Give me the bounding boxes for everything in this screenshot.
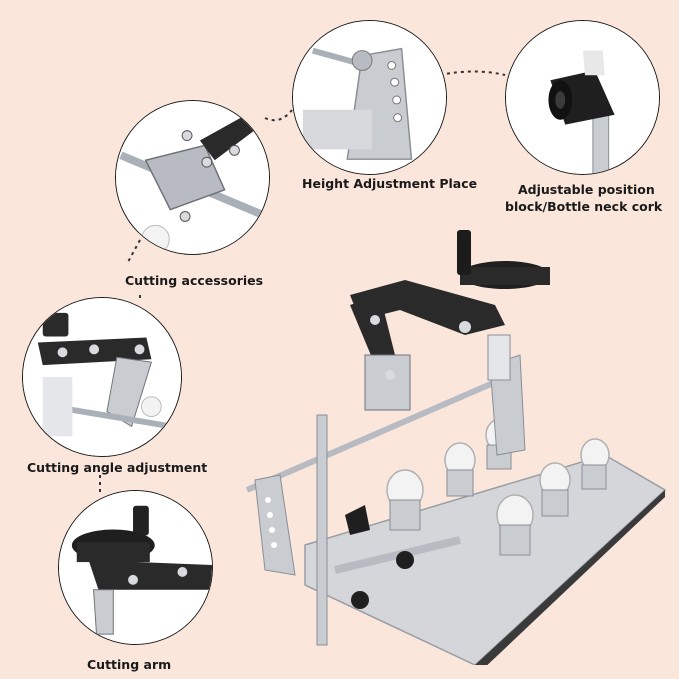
angle-adjustment-photo-icon (23, 298, 181, 456)
bottle-cutter-machine-photo-icon (245, 230, 667, 665)
cutting-angle-label: Cutting angle adjustment (27, 460, 208, 475)
position-block-label-line1: Adjustable position (518, 182, 655, 197)
height-adjustment-label: Height Adjustment Place (302, 176, 478, 191)
cutting-arm-circle (58, 490, 213, 645)
cutting-accessories-label: Cutting accessories (125, 273, 264, 288)
cutting-arm-photo-icon (59, 491, 212, 644)
cutting-arm-label: Cutting arm (87, 657, 172, 672)
position-block-label-line2: block/Bottle neck cork (505, 199, 663, 214)
height-adjustment-circle (292, 20, 447, 175)
height-adjustment-photo-icon (293, 21, 446, 174)
bottle-cork-photo-icon (506, 21, 659, 174)
position-block-circle (505, 20, 660, 175)
cutting-accessories-photo-icon (116, 101, 269, 254)
cutting-angle-circle (22, 297, 182, 457)
cutting-accessories-circle (115, 100, 270, 255)
